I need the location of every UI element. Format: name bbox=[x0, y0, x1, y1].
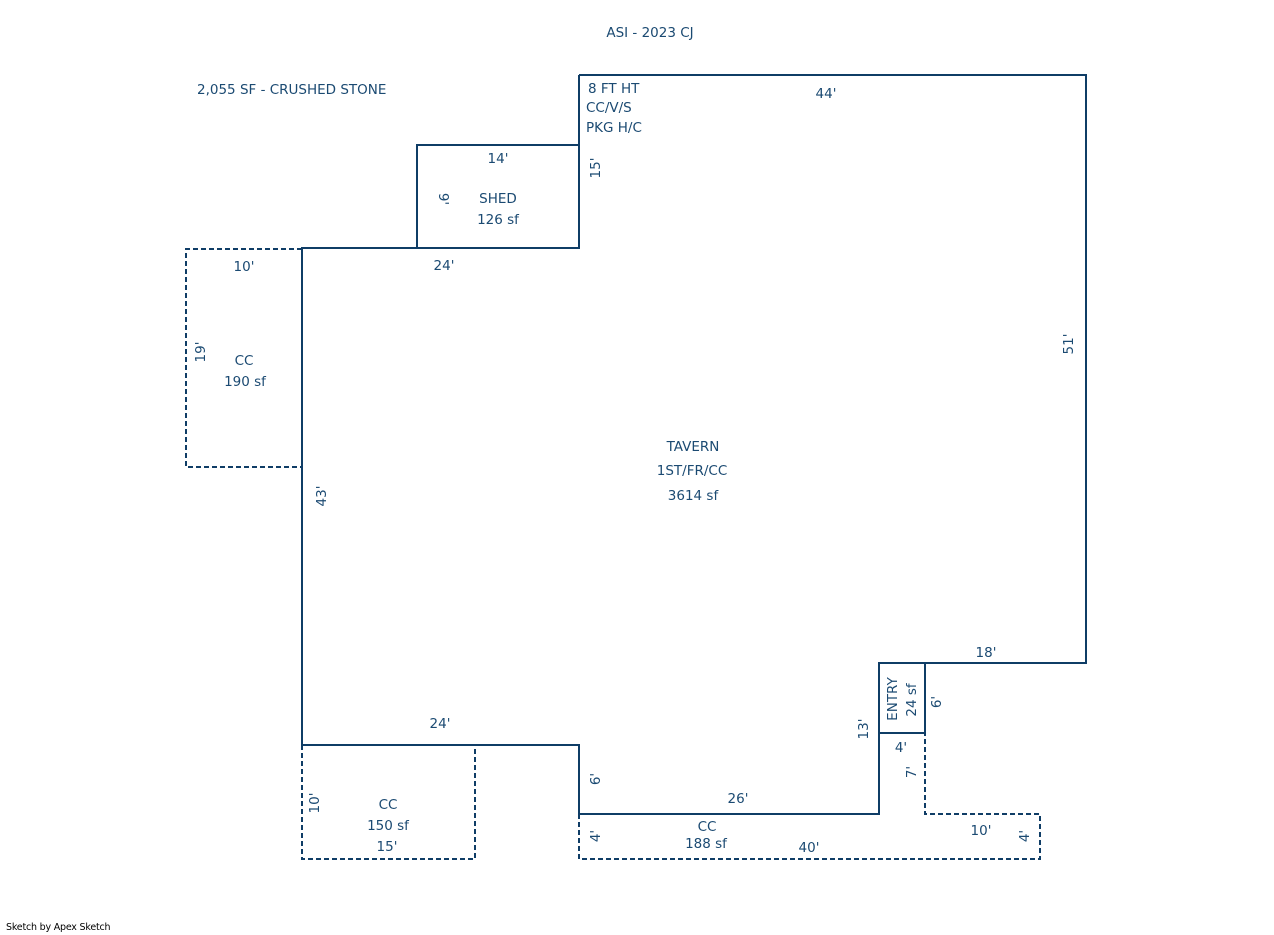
cc-bottom-area: 188 sf bbox=[685, 836, 728, 852]
credit-text: Sketch by Apex Sketch bbox=[6, 922, 111, 933]
dim-cc-bottom-step: 10' bbox=[971, 823, 992, 839]
tavern-area: 3614 sf bbox=[668, 488, 720, 504]
dim-main-step-left: 6' bbox=[588, 773, 604, 785]
dim-cc-bottom-bottom: 40' bbox=[799, 840, 820, 856]
dim-shed-top: 14' bbox=[488, 151, 509, 167]
cc-bl-area: 150 sf bbox=[367, 818, 410, 834]
dim-cc-bottom-right: 4' bbox=[1017, 830, 1033, 842]
main-note-heating: PKG H/C bbox=[586, 120, 642, 136]
site-note: 2,055 SF - CRUSHED STONE bbox=[197, 82, 386, 98]
dim-main-bottom-right: 26' bbox=[728, 791, 749, 807]
tavern-code: 1ST/FR/CC bbox=[657, 463, 728, 479]
dim-main-left: 43' bbox=[314, 486, 330, 507]
dim-main-top: 44' bbox=[816, 86, 837, 102]
cc-bl-name: CC bbox=[379, 797, 398, 813]
tavern-name: TAVERN bbox=[666, 439, 720, 455]
main-note-height: 8 FT HT bbox=[588, 81, 640, 97]
cc-left-outline bbox=[185, 248, 302, 468]
cc-left-name: CC bbox=[235, 353, 254, 369]
dim-shed-side: 9' bbox=[435, 193, 451, 205]
dim-cc-left-side: 19' bbox=[193, 342, 209, 363]
entry-area: 24 sf bbox=[904, 682, 920, 717]
dim-cc-bl-side: 10' bbox=[307, 793, 323, 814]
dim-cc-bl-bottom: 15' bbox=[377, 839, 398, 855]
shed-name: SHED bbox=[479, 191, 517, 207]
dim-main-bottom-left: 24' bbox=[430, 716, 451, 732]
cc-left-area: 190 sf bbox=[224, 374, 267, 390]
shed-outline bbox=[416, 144, 579, 248]
cc-bottom-name: CC bbox=[698, 819, 717, 835]
dim-main-right: 51' bbox=[1061, 334, 1077, 355]
dim-cc-bottom-step-top: 4' bbox=[895, 740, 907, 756]
dim-main-notch: 15' bbox=[588, 158, 604, 179]
dim-cc-bottom-step-side: 7' bbox=[904, 766, 920, 778]
sketch-title: ASI - 2023 CJ bbox=[606, 25, 693, 41]
dim-cc-left-top: 10' bbox=[234, 259, 255, 275]
dim-main-step-top: 18' bbox=[976, 645, 997, 661]
dim-cc-bottom-left: 4' bbox=[588, 830, 604, 842]
main-note-construction: CC/V/S bbox=[586, 100, 632, 116]
dim-entry-side: 6' bbox=[929, 696, 945, 708]
dim-main-top-left: 24' bbox=[434, 258, 455, 274]
cc-bottom-outline bbox=[578, 733, 1041, 860]
shed-area: 126 sf bbox=[477, 212, 520, 228]
dim-main-notch-right: 13' bbox=[856, 719, 872, 740]
cc-bottom-left-outline bbox=[301, 745, 476, 860]
entry-name: ENTRY bbox=[885, 676, 901, 720]
